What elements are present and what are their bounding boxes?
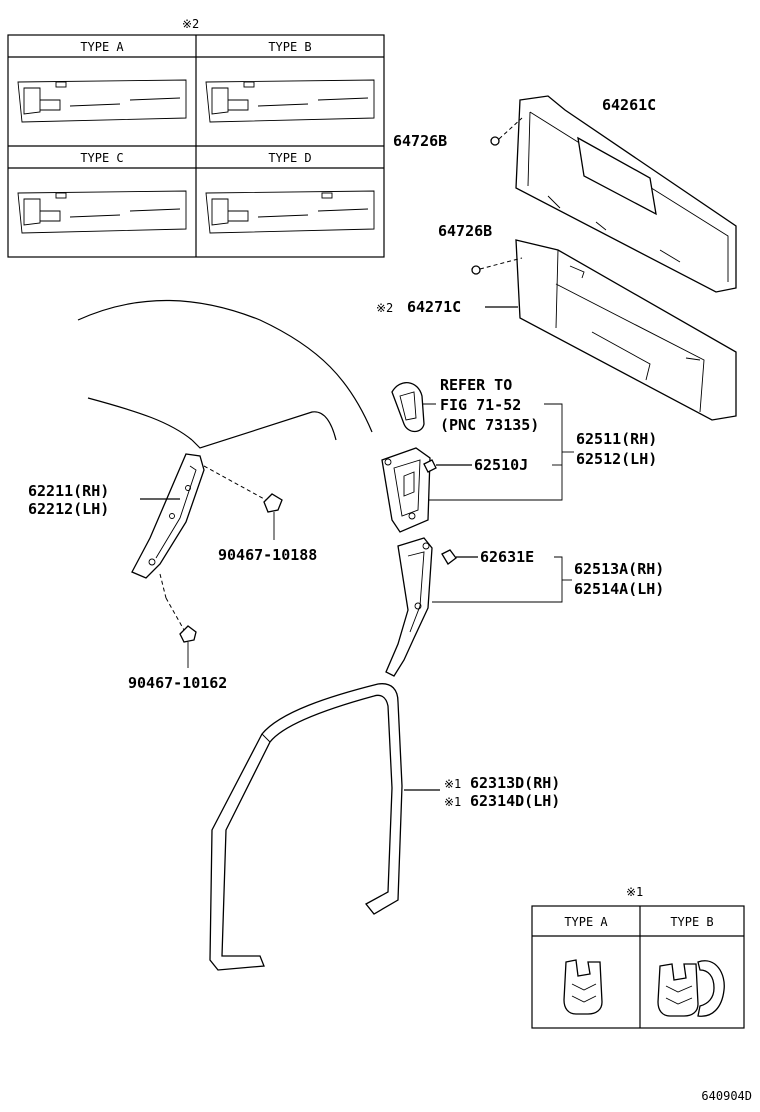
label-90467-10188: 90467-10188 [218,546,317,564]
clip-90467-10188 [203,465,283,540]
figure-code: 640904D [701,1089,752,1103]
cab-outline [77,299,373,449]
label-62511: 62511(RH) [576,430,657,448]
label-62212: 62212(LH) [28,500,109,518]
clip-64726b-lower [471,257,523,275]
label-62513a: 62513A(RH) [574,560,664,578]
label-64726b-lower: 64726B [438,222,492,240]
note1-mark-62313d: ※1 [444,777,461,791]
type-b-panel-thumbnail [205,79,375,123]
leader-62631e [432,556,563,603]
refer-line-1: REFER TO [440,376,512,394]
note1-mark-table: ※1 [626,885,643,899]
label-62313d: 62313D(RH) [470,774,560,792]
note1-mark-62314d: ※1 [444,795,461,809]
label-64271c: 64271C [407,298,461,316]
label-62514a: 62514A(LH) [574,580,664,598]
type-table-top: ※2 TYPE A TYPE B TYPE C TYPE D [7,17,385,258]
label-62631e: 62631E [480,548,534,566]
note2-mark-64271c: ※2 [376,301,393,315]
label-90467-10162: 90467-10162 [128,674,227,692]
label-64726b-top: 64726B [393,132,447,150]
refer-line-3: (PNC 73135) [440,416,539,434]
back-trim-panel-64271c [515,239,737,421]
door-weatherstrip [209,683,403,971]
clip-90467-10162 [159,573,197,668]
clip-62510j [423,459,472,473]
label-62314d: 62314D(LH) [470,792,560,810]
back-window-panel-64261c [515,95,737,293]
front-pillar-garnish [131,453,205,579]
type-table-bottom: ※1 TYPE A TYPE B [531,885,745,1029]
refer-part-shape [391,382,425,433]
clip-62631e [441,549,478,565]
note2-mark-top: ※2 [182,17,199,31]
refer-line-2: FIG 71-52 [440,396,521,414]
label-62510j: 62510J [474,456,528,474]
type-d-panel-thumbnail [205,190,375,234]
clip-64726b-top [490,117,523,146]
type-b-header: TYPE B [268,40,311,54]
seal-section-type-a [563,959,603,1015]
type-d-header: TYPE D [268,151,311,165]
label-62211: 62211(RH) [28,482,109,500]
center-pillar-lower-trim [385,537,433,677]
type-a-header: TYPE A [80,40,124,54]
type-c-panel-thumbnail [17,190,187,234]
label-62512: 62512(LH) [576,450,657,468]
seal-section-type-b [657,960,725,1017]
center-pillar-upper-trim [381,447,431,533]
section-type-a-header: TYPE A [564,915,608,929]
type-a-panel-thumbnail [17,79,187,123]
label-64261c: 64261C [602,96,656,114]
type-c-header: TYPE C [80,151,123,165]
section-type-b-header: TYPE B [670,915,713,929]
